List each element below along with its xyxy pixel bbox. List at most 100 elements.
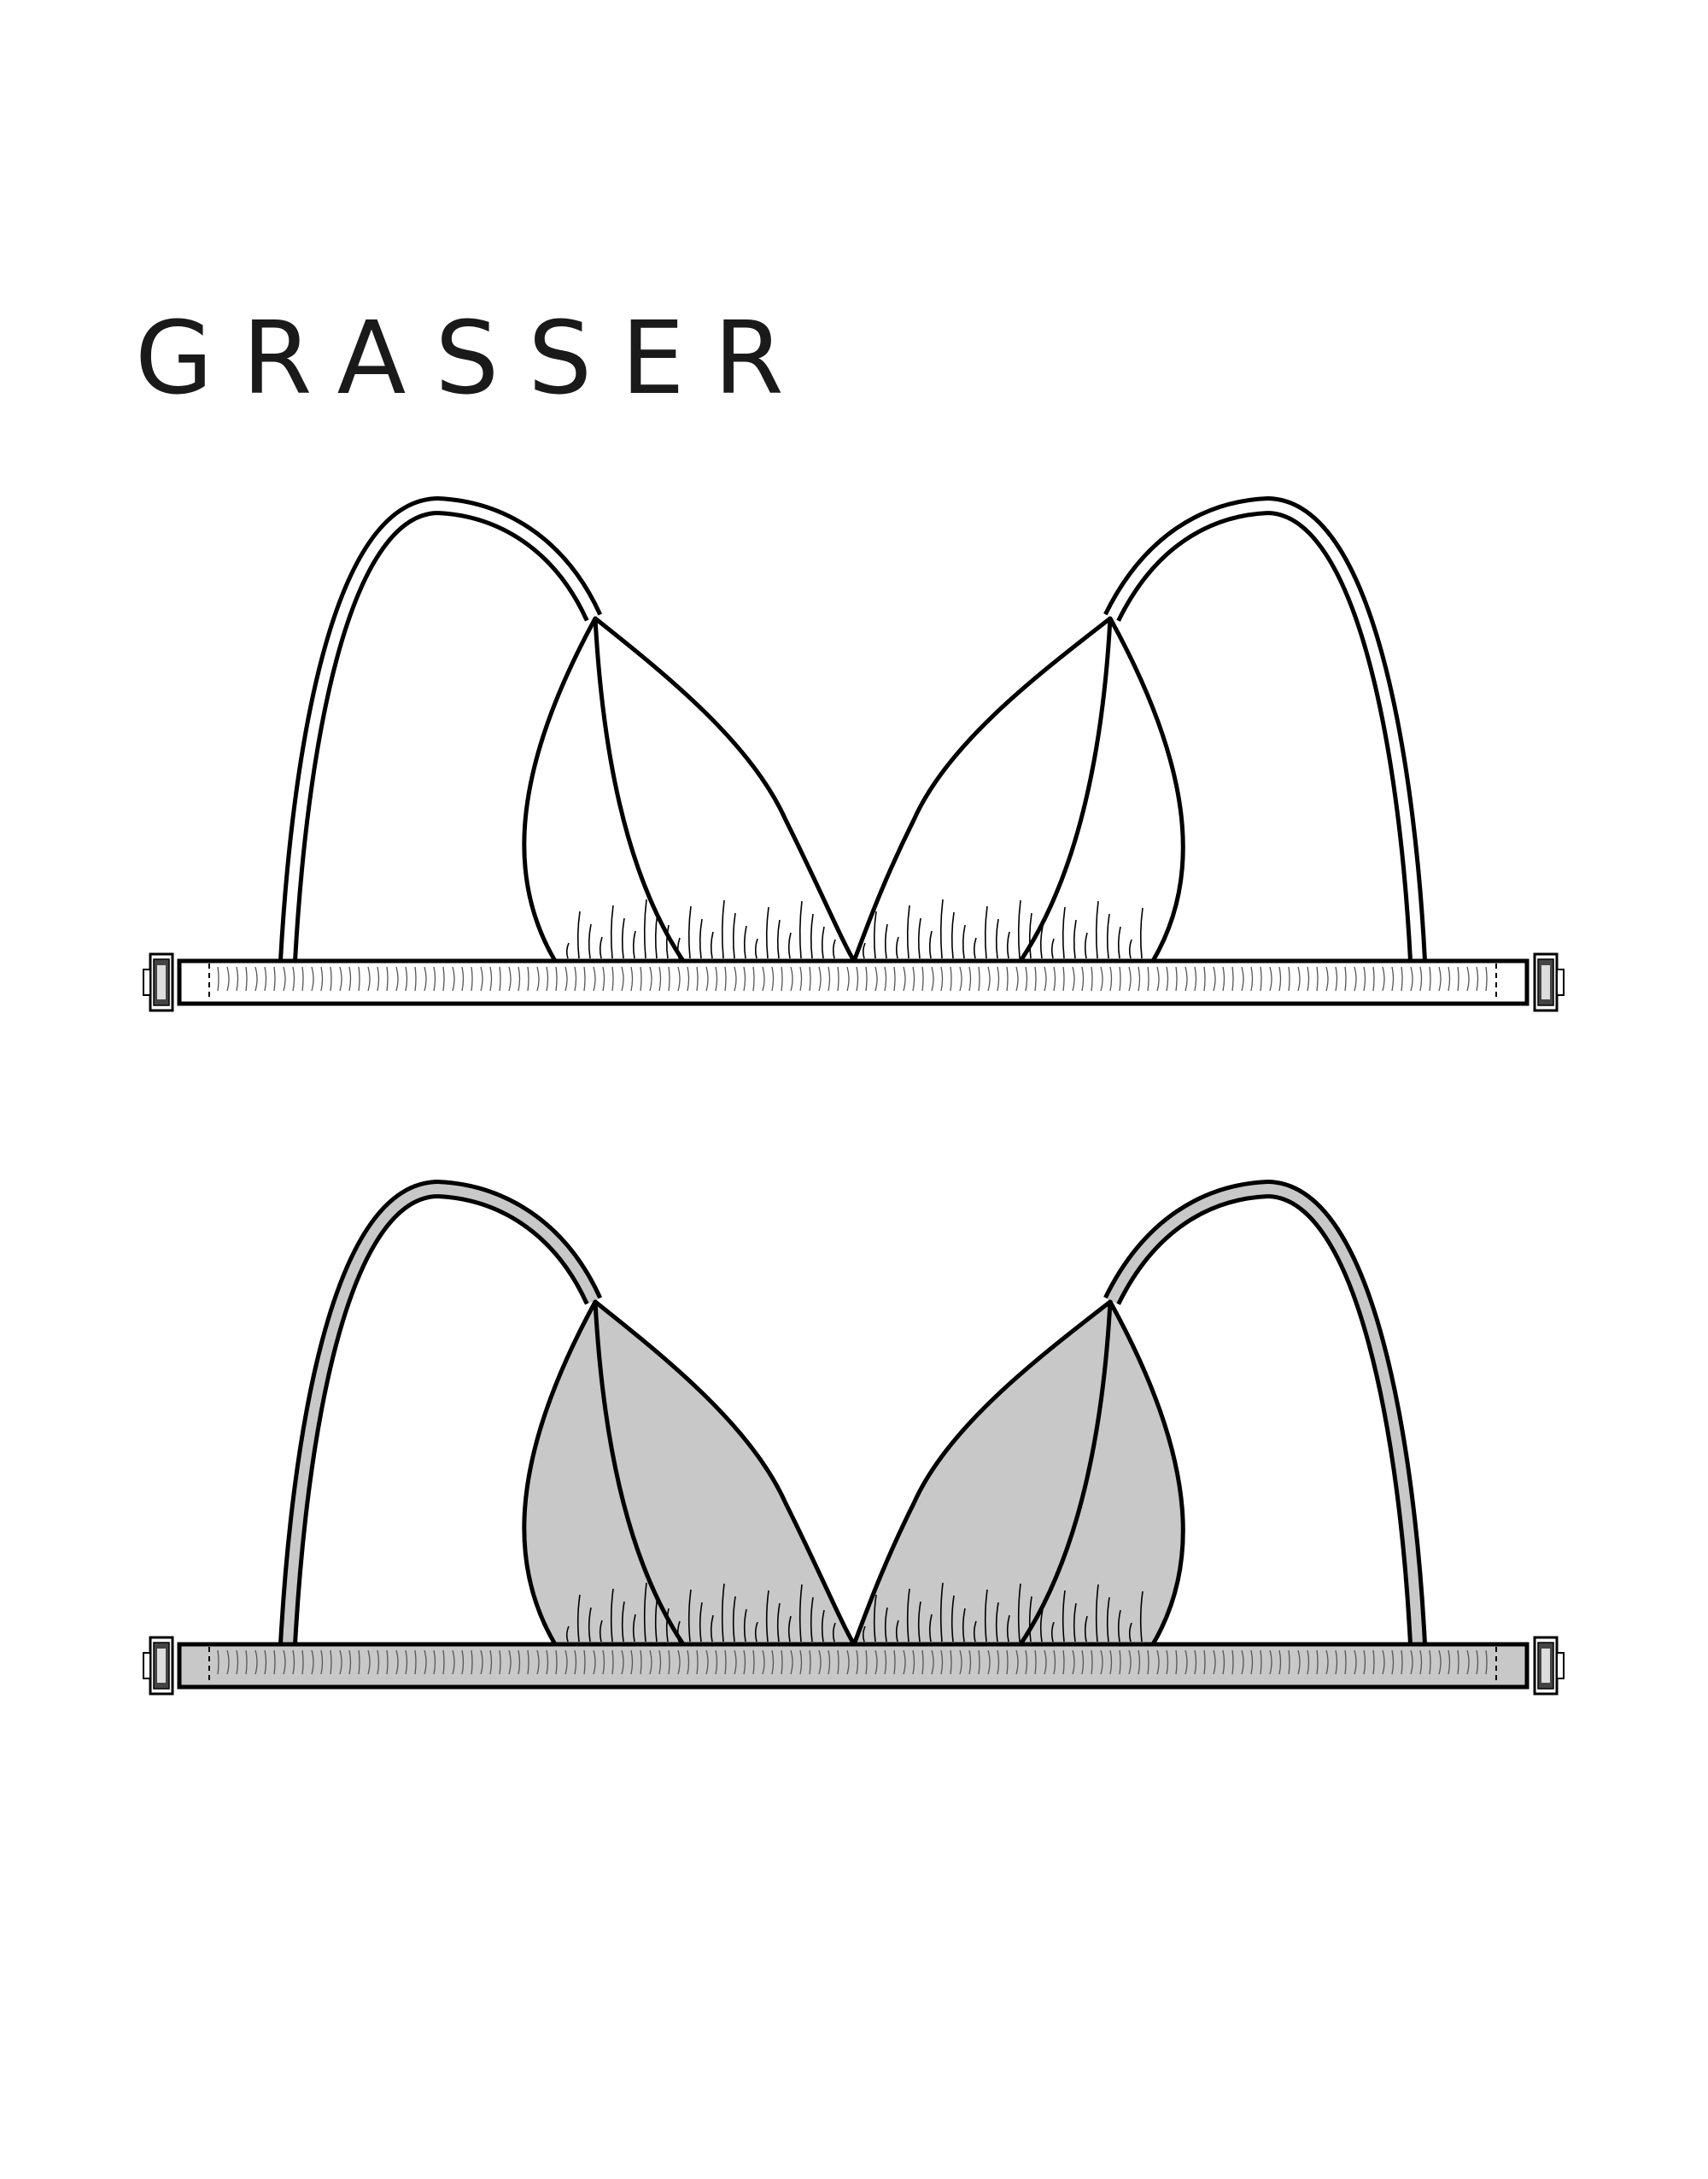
underband-gather-line (489, 1649, 493, 1675)
underband-gather-line (799, 1649, 803, 1675)
underband-gather-line (461, 1649, 465, 1675)
left-strap-fill (283, 1184, 599, 1645)
left-cup-gathers-line (776, 919, 781, 959)
right-hook-tab (1556, 1652, 1565, 1679)
underband-gather-line (254, 966, 258, 992)
underband-gather-line (226, 966, 230, 992)
right-cup-gathers-line (962, 1608, 966, 1643)
left-cup-gathers-line (599, 936, 603, 959)
underband-gather-line (377, 966, 380, 992)
left-cup-gathers-line (699, 918, 703, 959)
underband-gather-line (1419, 966, 1423, 992)
underband-gather-line (433, 1649, 436, 1675)
underband-gather-line (1382, 966, 1385, 992)
underband-gather-line (856, 966, 859, 992)
underband-gather-line (1213, 966, 1216, 992)
underband-gather-line (677, 966, 681, 992)
underband-gather-line (320, 966, 324, 992)
underband-gather-line (518, 966, 521, 992)
underband-gather-line (658, 966, 662, 992)
underband-gather-line (734, 966, 737, 992)
underband-gather-line (865, 1649, 868, 1675)
right-cup-gathers-line (951, 911, 955, 959)
underband-gather-line (997, 966, 1000, 992)
underband-gather-line (489, 966, 493, 992)
underband-gather-line (527, 1649, 529, 1675)
underband-gather-line (1316, 966, 1319, 992)
underband-gather-line (1044, 966, 1047, 992)
underband-gather-line (724, 1649, 727, 1675)
underband-gather-line (245, 966, 248, 992)
underband-gather-line (1072, 966, 1075, 992)
underband (177, 958, 1530, 1006)
underband-gather-line (424, 1649, 427, 1675)
underband-gather-line (1138, 966, 1141, 992)
underband-gather-line (1015, 1649, 1019, 1675)
underband-gather-line (339, 1649, 342, 1675)
underband-gather-line (1288, 1649, 1290, 1675)
underband-gather-line (1307, 966, 1310, 992)
underband-gather-line (226, 1649, 230, 1675)
underband-gather-line (771, 966, 775, 992)
underband-outline (177, 958, 1530, 1006)
right-cup-gathers (862, 899, 1144, 959)
left-cup-gathers-line (665, 924, 670, 959)
underband-gather-line (1100, 966, 1103, 992)
underband-gather-line (1025, 966, 1028, 992)
right-cup-gathers-line (1139, 907, 1144, 959)
underband-gather-line (546, 966, 549, 992)
underband-gather-line (1231, 966, 1234, 992)
right-cup-gathers-line (1050, 938, 1055, 959)
underband-gather-line (1006, 1649, 1009, 1675)
underband-gather-line (555, 1649, 558, 1675)
underband-gather-line (828, 1649, 831, 1675)
right-cup-gathers-line (1006, 1614, 1010, 1643)
underband-gather-line (1053, 1649, 1056, 1675)
underband-gather-line (874, 966, 878, 992)
bra-sketch-front-view (143, 496, 1565, 1012)
underband-gather-line (781, 966, 783, 992)
underband-gather-line (611, 966, 614, 992)
left-hook (143, 1636, 174, 1696)
left-cup-gathers-line (654, 911, 658, 959)
underband-gather-line (414, 1649, 417, 1675)
left-cup-gathers-line (732, 1596, 736, 1643)
left-hook-shine (157, 1649, 166, 1683)
underband-gather-line (1156, 1649, 1160, 1675)
underband-gather-line (734, 1649, 737, 1675)
underband-gather-line (367, 966, 371, 992)
underband-gather-line (752, 966, 755, 992)
underband-gather-line (574, 966, 577, 992)
right-cup-gathers-line (873, 1594, 877, 1643)
right-cup-gathers-line (939, 1582, 944, 1643)
underband-gather-line (1438, 966, 1442, 992)
right-cup-gathers-line (1028, 1596, 1032, 1643)
underband-gather-line (874, 1649, 878, 1675)
underband-gather-line (818, 966, 822, 992)
underband-gather-line (1354, 966, 1357, 992)
underband-gather-line (1335, 966, 1338, 992)
underband-gather-line (555, 966, 558, 992)
underband-gather-line (508, 966, 512, 992)
underband-gather-line (1363, 1649, 1366, 1675)
underband-gather-line (471, 1649, 473, 1675)
left-cup-gathers-line (776, 1602, 781, 1643)
right-cup-gathers-line (1095, 1584, 1099, 1643)
right-cup-seam (1018, 1301, 1113, 1646)
underband-gather-line (1382, 1649, 1385, 1675)
underband-gather-line (348, 1649, 352, 1675)
underband-outline (177, 1642, 1530, 1690)
right-cup-gathers-line (984, 1589, 988, 1643)
left-cup-gathers-line (798, 1584, 803, 1643)
left-cup-gathers-line (676, 937, 681, 959)
underband-gather-line (978, 966, 980, 992)
underband-gather-line (283, 1649, 286, 1675)
underband-gather-line (1466, 1649, 1470, 1675)
underband-gather-line (527, 966, 529, 992)
left-cup-gathers-line (643, 899, 647, 959)
underband-gather-line (828, 966, 831, 992)
left-cup-gathers-line (687, 905, 692, 959)
underband-gather-line (217, 966, 219, 992)
underband-gather-line (245, 1649, 248, 1675)
underband-gather-line (536, 966, 540, 992)
